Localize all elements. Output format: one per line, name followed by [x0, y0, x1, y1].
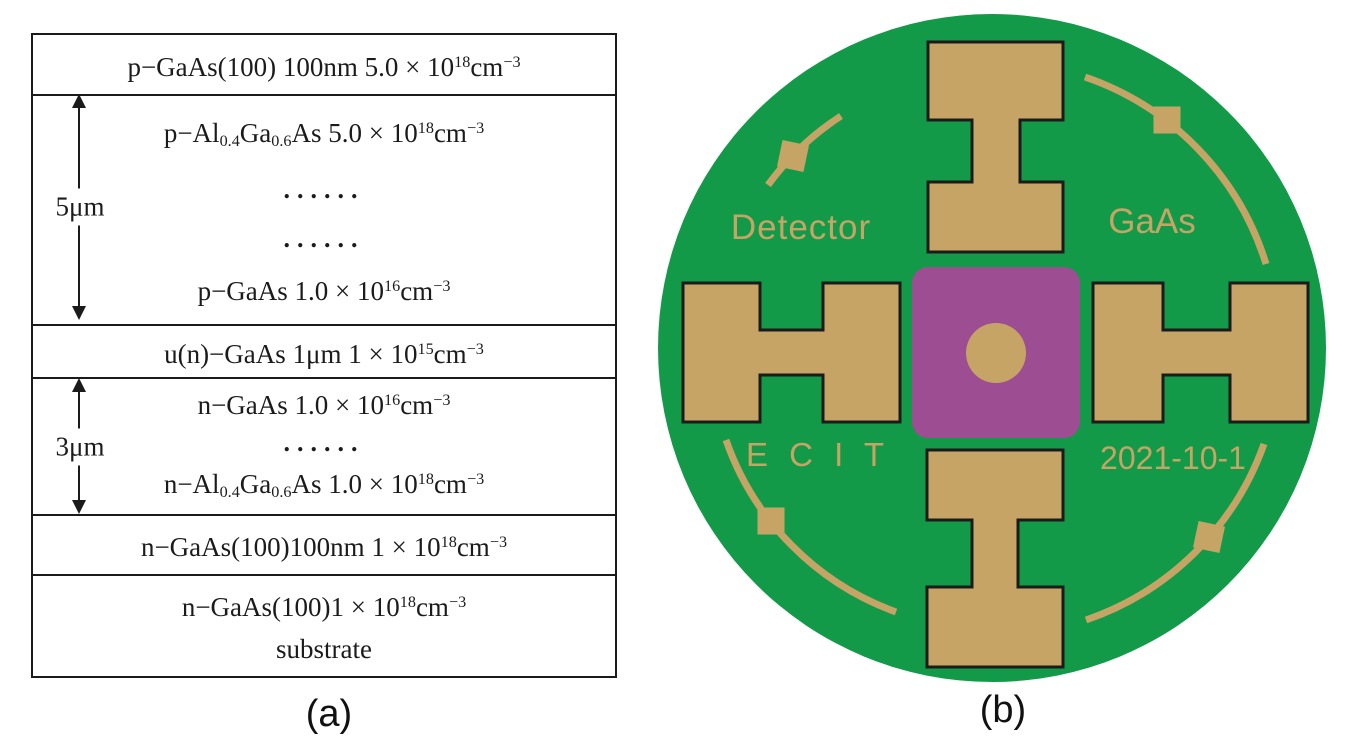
- layer-text-line: p−Al0.4Ga0.6As 5.0 × 1018cm−3: [163, 118, 485, 151]
- layer-text-line: n−GaAs(100)100nm 1 × 1018cm−3: [140, 531, 508, 562]
- alignment-mark-top-left: [776, 139, 810, 173]
- electrode-pads: [681, 40, 1310, 669]
- layer-text-line: p−GaAs 1.0 × 1016cm−3: [197, 275, 451, 306]
- wafer-layout-diagram: Detector GaAs E C I T 2021-10-1: [658, 14, 1326, 682]
- layer-stack-diagram: p−GaAs(100) 100nm 5.0 × 1018cm−3 p−Al0.4G…: [31, 33, 617, 678]
- alignment-mark-bottom-right: [1192, 520, 1226, 554]
- electrode-right: [1091, 281, 1310, 424]
- electrode-left: [681, 281, 902, 424]
- arc-top-right: [1083, 73, 1270, 266]
- label-ecit: E C I T: [746, 436, 890, 473]
- electrode-bottom: [925, 448, 1065, 669]
- ellipsis-line: ......: [283, 427, 365, 457]
- layer-row: n−GaAs(100)1 × 1018cm−3 substrate: [33, 574, 615, 676]
- layer-text-line: substrate: [276, 633, 372, 664]
- alignment-mark-bottom-left: [757, 507, 785, 535]
- layer-stack: p−GaAs(100) 100nm 5.0 × 1018cm−3 p−Al0.4G…: [33, 35, 615, 676]
- layer-row: p−GaAs(100) 100nm 5.0 × 1018cm−3: [33, 35, 615, 94]
- alignment-arcs: [722, 73, 1270, 624]
- layer-row: p−Al0.4Ga0.6As 5.0 × 1018cm−3...........…: [33, 94, 615, 324]
- layer-text-line: n−GaAs 1.0 × 1016cm−3: [197, 389, 451, 420]
- label-detector: Detector: [731, 208, 871, 247]
- layer-text-line: p−GaAs(100) 100nm 5.0 × 1018cm−3: [127, 51, 521, 82]
- alignment-marks: [757, 106, 1226, 554]
- center-aperture: [966, 323, 1026, 383]
- layer-text-line: u(n)−GaAs 1μm 1 × 1015cm−3: [164, 338, 484, 369]
- thickness-label-5um: 5μm: [52, 188, 108, 226]
- label-date: 2021-10-1: [1100, 440, 1246, 476]
- arc-bottom-right: [1084, 442, 1268, 624]
- layer-row: n−GaAs 1.0 × 1016cm−3...... n−Al0.4Ga0.6A…: [33, 377, 615, 514]
- thickness-label-3um: 3μm: [52, 428, 108, 466]
- layer-row: n−GaAs(100)100nm 1 × 1018cm−3: [33, 514, 615, 574]
- layer-text-line: n−Al0.4Ga0.6As 1.0 × 1018cm−3: [163, 468, 485, 501]
- alignment-mark-top-right: [1153, 106, 1181, 134]
- ellipsis-line: ......: [283, 175, 365, 205]
- caption-panel-a: (a): [305, 693, 353, 735]
- arc-bottom-left: [722, 438, 898, 616]
- layer-row: u(n)−GaAs 1μm 1 × 1015cm−3: [33, 324, 615, 377]
- label-gaas: GaAs: [1108, 202, 1196, 241]
- caption-panel-b: (b): [979, 689, 1027, 731]
- layer-text-line: n−GaAs(100)1 × 1018cm−3: [181, 591, 467, 622]
- electrode-top: [926, 40, 1065, 254]
- ellipsis-line: ......: [283, 223, 365, 253]
